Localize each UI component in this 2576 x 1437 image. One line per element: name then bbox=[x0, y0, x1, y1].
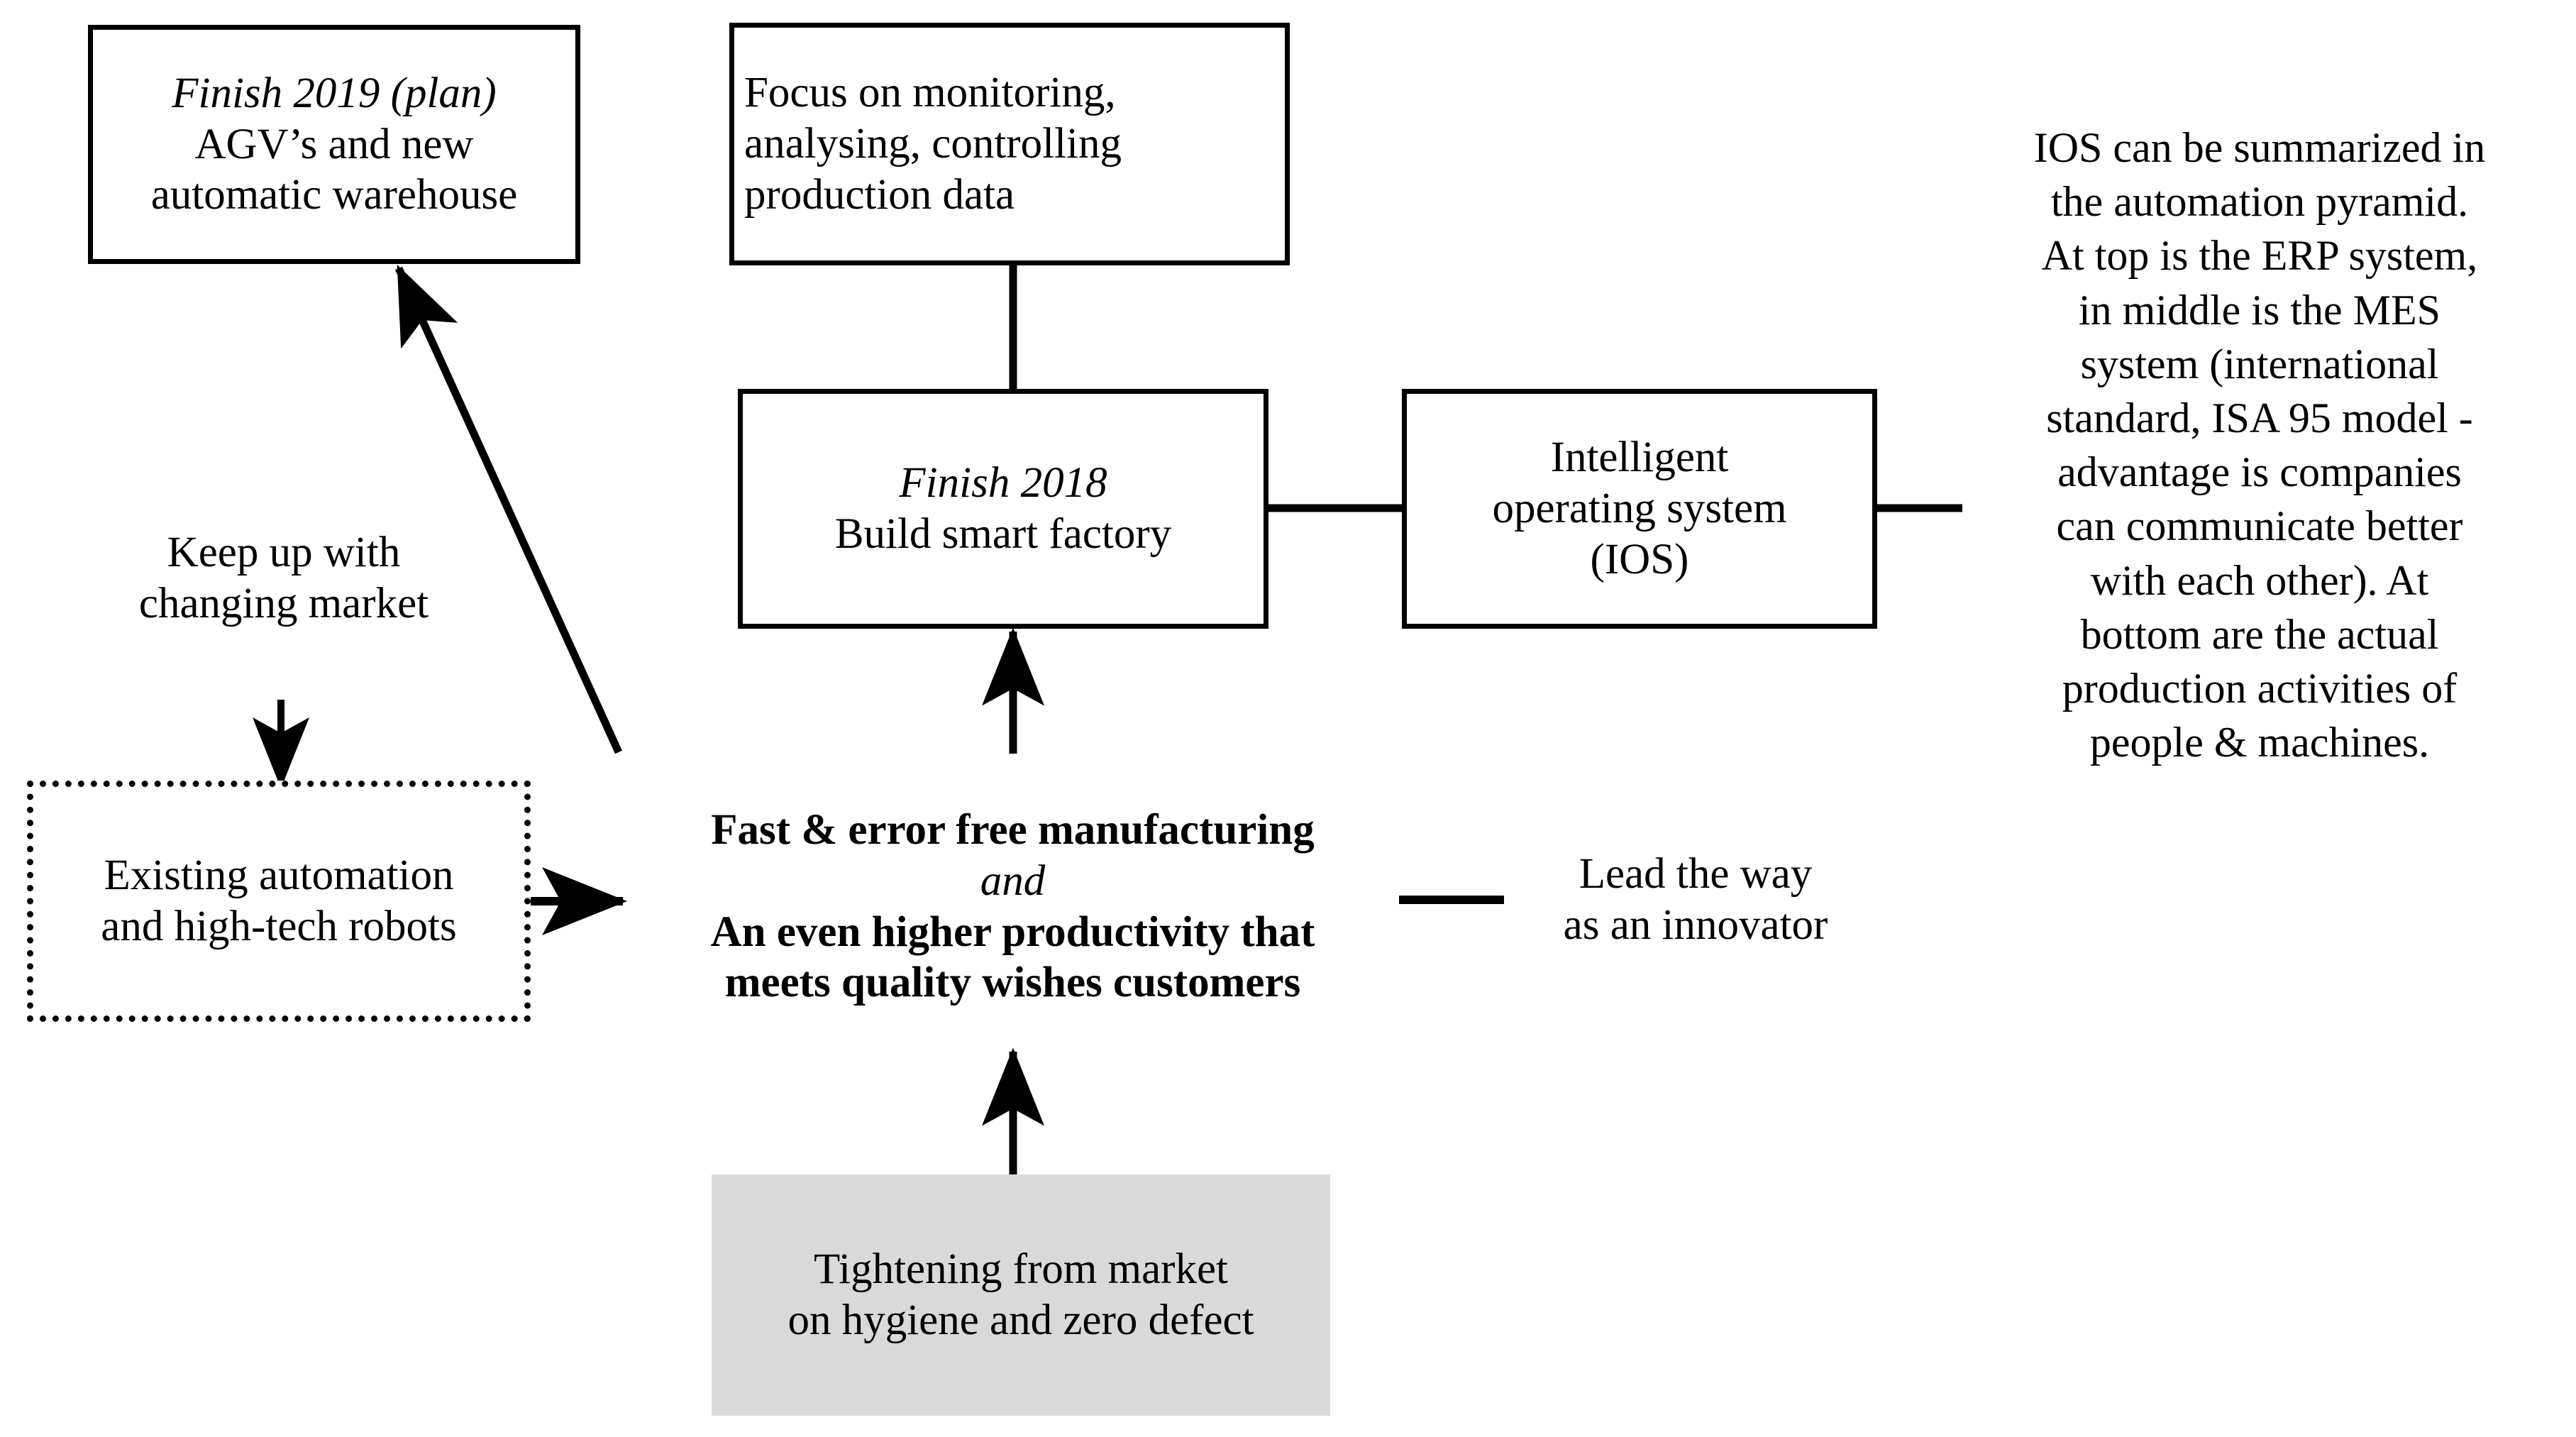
ios-description-line-2: the automation pyramid. bbox=[2050, 178, 2469, 226]
tightening-from-market-box[interactable]: Tightening from market on hygiene and ze… bbox=[712, 1174, 1330, 1416]
core-goal-line-2: and bbox=[980, 857, 1046, 905]
lead-the-way-line-1: Lead the way bbox=[1579, 849, 1813, 898]
core-goal-line-1: Fast & error free manufacturing bbox=[711, 805, 1315, 854]
finish-2018-box[interactable]: Finish 2018 Build smart factory bbox=[738, 389, 1268, 629]
focus-monitoring-line-1: Focus on monitoring, bbox=[744, 69, 1116, 117]
focus-monitoring-line-2: analysing, controlling bbox=[744, 120, 1122, 168]
ios-description-line-3: At top is the ERP system, bbox=[2041, 232, 2478, 280]
finish-2019-box[interactable]: Finish 2019 (plan) AGV’s and new automat… bbox=[88, 25, 580, 264]
finish-2019-line-3: automatic warehouse bbox=[150, 171, 518, 219]
existing-automation-line-1: Existing automation bbox=[104, 852, 454, 900]
ios-description-line-5: system (international bbox=[2080, 340, 2439, 387]
ios-line-3: (IOS) bbox=[1590, 535, 1689, 583]
ios-description-line-12: people & machines. bbox=[2089, 719, 2430, 766]
finish-2019-line-1: Finish 2019 (plan) bbox=[172, 69, 497, 117]
ios-description-line-7: advantage is companies bbox=[2057, 448, 2462, 496]
ios-line-2: operating system bbox=[1492, 485, 1787, 533]
ios-description-line-10: bottom are the actual bbox=[2080, 610, 2439, 658]
lead-the-way-line-2: as an innovator bbox=[1563, 901, 1828, 949]
lead-the-way-label: Lead the way as an innovator bbox=[1511, 837, 1880, 962]
focus-monitoring-line-3: production data bbox=[744, 170, 1015, 219]
keep-up-line-1: Keep up with bbox=[167, 529, 401, 577]
focus-monitoring-box[interactable]: Focus on monitoring, analysing, controll… bbox=[729, 23, 1290, 265]
ios-description-line-4: in middle is the MES bbox=[2079, 286, 2440, 334]
tightening-line-2: on hygiene and zero defect bbox=[787, 1296, 1254, 1344]
intelligent-operating-system-box[interactable]: Intelligent operating system (IOS) bbox=[1402, 389, 1877, 629]
connector-core-goal-to-finish-2019 bbox=[394, 264, 623, 754]
tightening-line-1: Tightening from market bbox=[814, 1245, 1228, 1294]
ios-description-line-1: IOS can be summarized in bbox=[2033, 124, 2486, 171]
keep-up-with-changing-market-label: Keep up with changing market bbox=[85, 518, 482, 639]
finish-2018-line-1: Finish 2018 bbox=[899, 459, 1107, 507]
core-goal-line-4: meets quality wishes customers bbox=[724, 959, 1301, 1007]
ios-description-line-11: production activities of bbox=[2062, 664, 2458, 712]
core-goal-label: Fast & error free manufacturing and An e… bbox=[624, 773, 1401, 1040]
keep-up-line-2: changing market bbox=[138, 580, 429, 627]
finish-2018-line-2: Build smart factory bbox=[834, 510, 1172, 558]
ios-description-paragraph: IOS can be summarized in the automation … bbox=[1965, 121, 2554, 880]
existing-automation-box[interactable]: Existing automation and high-tech robots bbox=[27, 781, 531, 1022]
ios-line-1: Intelligent bbox=[1550, 434, 1729, 482]
ios-description-line-9: with each other). At bbox=[2090, 556, 2429, 604]
ios-description-line-8: can communicate better bbox=[2056, 502, 2463, 550]
finish-2019-line-2: AGV’s and new bbox=[194, 120, 474, 168]
existing-automation-line-2: and high-tech robots bbox=[101, 903, 457, 950]
ios-description-line-6: standard, ISA 95 model - bbox=[2046, 394, 2473, 441]
core-goal-line-3: An even higher productivity that bbox=[710, 908, 1315, 956]
